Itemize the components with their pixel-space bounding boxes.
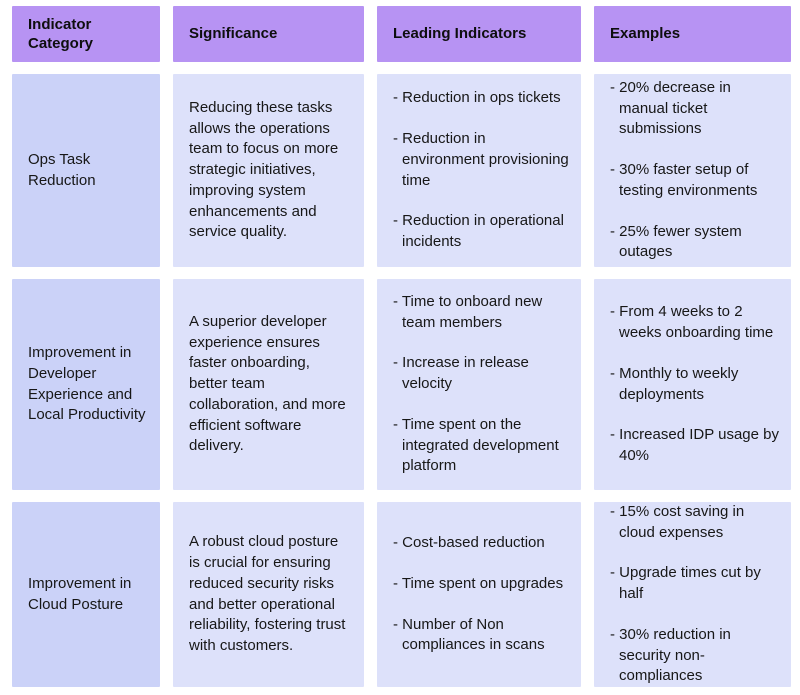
bullet-item: - Increased IDP usage by 40% bbox=[610, 426, 779, 464]
column-header-leading-indicators: Leading Indicators bbox=[377, 6, 581, 62]
bullet-item: - From 4 weeks to 2 weeks onboarding tim… bbox=[610, 303, 774, 342]
bullet-item: - Increase in release velocity bbox=[393, 354, 529, 393]
bullet-item: - 30% reduction in security non-complian… bbox=[610, 625, 731, 685]
leading-indicators-cell: - Time to onboard new team members - Incr… bbox=[377, 279, 581, 490]
bullet-item: - Monthly to weekly deployments bbox=[610, 364, 739, 403]
indicators-table: Indicator Category Significance Leading … bbox=[12, 6, 791, 687]
bullet-item: - Time spent on upgrades bbox=[393, 574, 564, 592]
significance-cell: A superior developer experience ensures … bbox=[173, 279, 364, 490]
bullet-item: - Reduction in operational incidents bbox=[393, 212, 564, 250]
category-cell: Improvement in Developer Experience and … bbox=[12, 279, 160, 490]
bullet-item: - 15% cost saving in cloud expenses bbox=[610, 503, 745, 541]
bullet-item: - Reduction in environment provisioning … bbox=[393, 130, 569, 189]
category-cell: Ops Task Reduction bbox=[12, 74, 160, 267]
bullet-item: - Cost-based reduction bbox=[393, 534, 545, 552]
column-header-examples: Examples bbox=[594, 6, 791, 62]
bullet-item: - Time spent on the integrated developme… bbox=[393, 415, 559, 475]
column-header-indicator-category: Indicator Category bbox=[12, 6, 160, 62]
significance-cell: A robust cloud posture is crucial for en… bbox=[173, 502, 364, 687]
examples-cell: - From 4 weeks to 2 weeks onboarding tim… bbox=[594, 279, 791, 490]
column-header-significance: Significance bbox=[173, 6, 364, 62]
bullet-item: - 30% faster setup of testing environmen… bbox=[610, 161, 758, 199]
bullet-item: - Upgrade times cut by half bbox=[610, 564, 761, 603]
leading-indicators-cell: - Cost-based reduction - Time spent on up… bbox=[377, 502, 581, 687]
examples-cell: - 15% cost saving in cloud expenses - Upg… bbox=[594, 502, 791, 687]
significance-cell: Reducing these tasks allows the operatio… bbox=[173, 74, 364, 267]
bullet-item: - 25% fewer system outages bbox=[610, 222, 742, 261]
category-cell: Improvement in Cloud Posture bbox=[12, 502, 160, 687]
leading-indicators-cell: - Reduction in ops tickets - Reduction in… bbox=[377, 74, 581, 267]
bullet-item: - 20% decrease in manual ticket submissi… bbox=[610, 79, 731, 138]
bullet-item: - Time to onboard new team members bbox=[393, 293, 543, 331]
examples-cell: - 20% decrease in manual ticket submissi… bbox=[594, 74, 791, 267]
bullet-item: - Number of Non compliances in scans bbox=[393, 615, 545, 654]
bullet-item: - Reduction in ops tickets bbox=[393, 89, 561, 107]
